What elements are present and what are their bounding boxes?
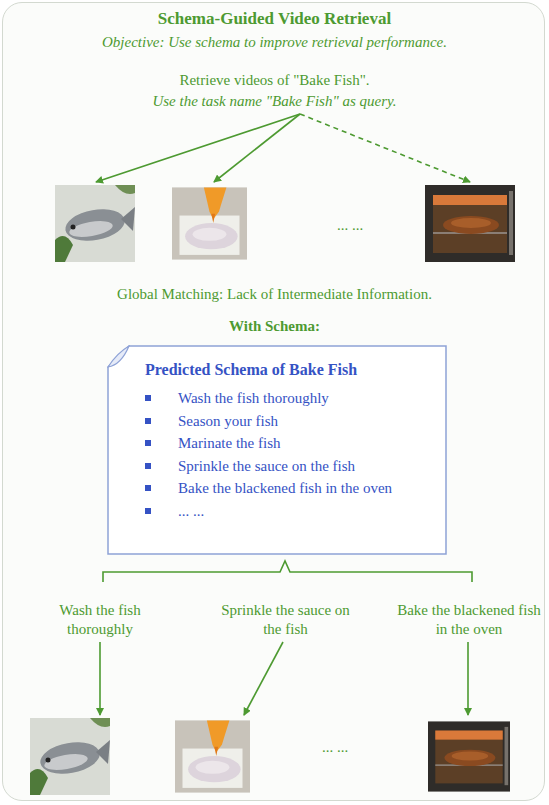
schema-box: Predicted Schema of Bake FishWash the fi… [107, 345, 447, 555]
ellipsis: ... ... [295, 738, 375, 757]
step-label: Sprinkle the sauce on the fish [213, 601, 358, 639]
schema-step: Wash the fish thoroughly [145, 387, 435, 410]
title: Schema-Guided Video Retrieval [0, 8, 549, 29]
schema-step: Season your fish [145, 410, 435, 433]
schema-step: ... ... [145, 500, 435, 523]
schema-step-text: Season your fish [178, 413, 278, 429]
schema-step-text: Bake the blackened fish in the oven [178, 480, 392, 496]
objective-text: Objective: Use schema to improve retriev… [0, 33, 549, 52]
ellipsis: ... ... [310, 216, 390, 235]
bullet-square [145, 418, 151, 424]
schema-step: Sprinkle the sauce on the fish [145, 455, 435, 478]
bullet-square [145, 485, 151, 491]
step-label: Bake the blackened fish in the oven [393, 601, 545, 639]
schema-step: Marinate the fish [145, 432, 435, 455]
query-note: Use the task name "Bake Fish" as query. [0, 92, 549, 111]
bullet-square [145, 508, 151, 514]
schema-step-text: ... ... [178, 503, 204, 519]
schema-step-text: Wash the fish thoroughly [178, 390, 329, 406]
step-label: Wash the fish thoroughly [40, 601, 160, 639]
schema-step-text: Marinate the fish [178, 435, 280, 451]
query-text: Retrieve videos of "Bake Fish". [0, 71, 549, 90]
schema-step-text: Sprinkle the sauce on the fish [178, 458, 355, 474]
schema-step: Bake the blackened fish in the oven [145, 477, 435, 500]
bullet-square [145, 463, 151, 469]
schema-heading: Predicted Schema of Bake Fish [145, 359, 435, 381]
bullet-square [145, 440, 151, 446]
note-text: Global Matching: Lack of Intermediate In… [0, 285, 549, 304]
section-heading: With Schema: [0, 317, 549, 336]
bullet-square [145, 395, 151, 401]
